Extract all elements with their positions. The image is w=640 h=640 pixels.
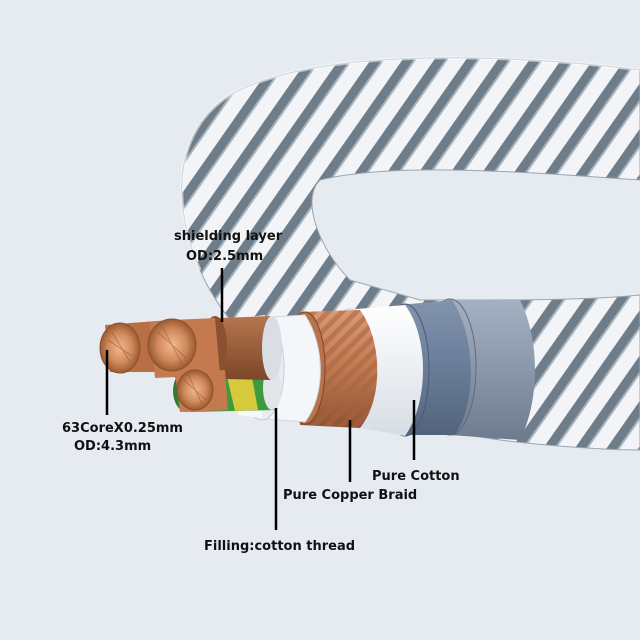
core-od-label: OD:4.3mm bbox=[74, 439, 152, 454]
shielding-label: shielding layer bbox=[174, 229, 283, 244]
copper-strands bbox=[99, 318, 228, 412]
braid-label: Pure Copper Braid bbox=[283, 488, 418, 503]
filling-label: Filling:cotton thread bbox=[204, 539, 356, 554]
leader-lines bbox=[105, 268, 416, 530]
core-label: 63CoreX0.25mm bbox=[62, 421, 183, 436]
cotton-label: Pure Cotton bbox=[372, 469, 460, 484]
shielding-od-label: OD:2.5mm bbox=[186, 249, 264, 264]
